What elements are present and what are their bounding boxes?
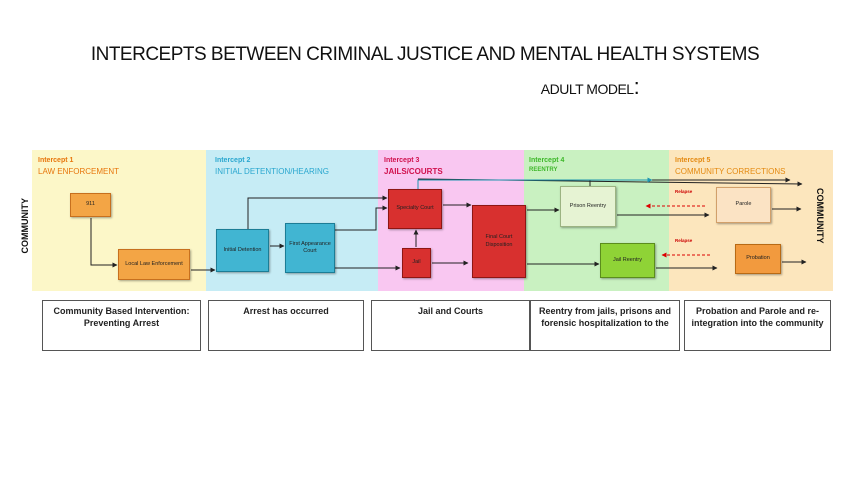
intercept-3-name: JAILS/COURTS xyxy=(384,167,443,176)
intercept-4-title: Intercept 4 xyxy=(529,157,565,164)
node-911: 911 xyxy=(70,193,111,217)
caption-intercept-1: Community Based Intervention: Preventing… xyxy=(42,300,201,351)
node-specialty-court: Specialty Court xyxy=(388,189,442,229)
node-prison-reentry: Prison Reentry xyxy=(560,186,616,227)
arrow-911-to-law xyxy=(90,218,118,268)
page-subtitle: ADULT MODEL: xyxy=(165,74,850,100)
caption-intercept-4: Reentry from jails, prisons and forensic… xyxy=(530,300,680,351)
arrow-top-teal xyxy=(417,177,653,190)
node-jail: Jail xyxy=(402,248,431,278)
node-final-court-disposition: Final Court Disposition xyxy=(472,205,526,278)
community-label-right: COMMUNITY xyxy=(815,188,825,244)
intercept-5-name: COMMUNITY CORRECTIONS xyxy=(675,167,786,176)
caption-intercept-5: Probation and Parole and re-integration … xyxy=(684,300,831,351)
caption-intercept-2: Arrest has occurred xyxy=(208,300,364,351)
intercept-1-title: Intercept 1 xyxy=(38,157,74,164)
relapse-label-parole: Relapse xyxy=(675,189,693,194)
page-title: INTERCEPTS BETWEEN CRIMINAL JUSTICE AND … xyxy=(90,44,760,65)
node-probation: Probation xyxy=(735,244,781,274)
intercept-3-title: Intercept 3 xyxy=(384,157,420,164)
intercept-2-name: INITIAL DETENTION/HEARING xyxy=(215,167,329,176)
intercept-2-title: Intercept 2 xyxy=(215,157,251,164)
subtitle-colon: : xyxy=(633,74,640,99)
intercept-4-name: REENTRY xyxy=(529,167,558,173)
relapse-label-probation: Relapse xyxy=(675,238,693,243)
arrow-firstappearance-to-specialty xyxy=(335,205,388,231)
node-parole: Parole xyxy=(716,187,771,223)
intercept-5-title: Intercept 5 xyxy=(675,157,711,164)
node-first-appearance-court: First Appearance Court xyxy=(285,223,335,273)
subtitle-text: ADULT MODEL xyxy=(540,81,634,97)
node-local-law-enforcement: Local Law Enforcement xyxy=(118,249,190,280)
node-jail-reentry: Jail Reentry xyxy=(600,243,655,278)
caption-intercept-3: Jail and Courts xyxy=(371,300,530,351)
intercept-1-name: LAW ENFORCEMENT xyxy=(38,167,120,176)
node-initial-detention: Initial Detention xyxy=(216,229,269,272)
arrow-detention-to-specialty xyxy=(247,195,388,230)
